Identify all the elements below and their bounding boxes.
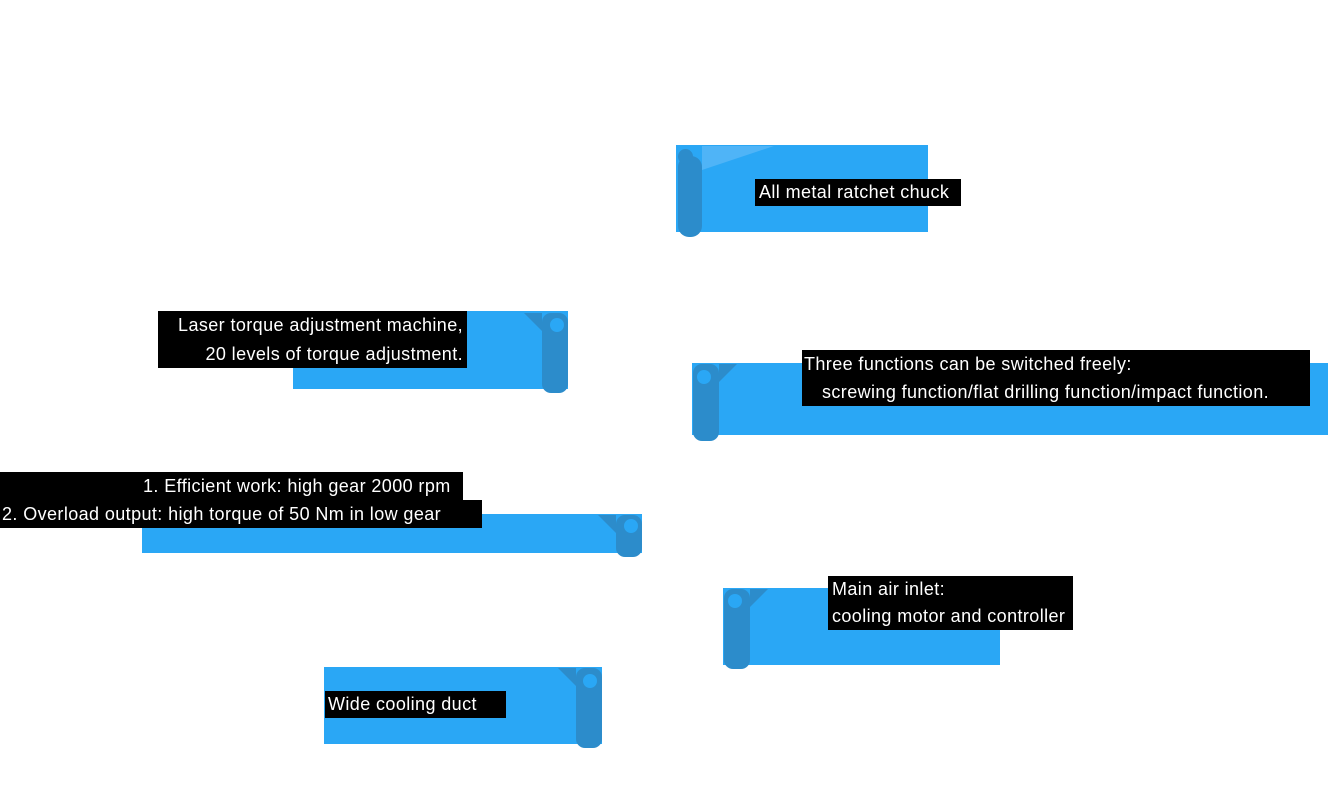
label-line: cooling motor and controller (832, 606, 1066, 626)
label-line: 2. Overload output: high torque of 50 Nm… (2, 504, 442, 524)
pin-dot-icon (624, 519, 638, 533)
pin-dot-icon (583, 674, 597, 688)
pin-dot-icon (678, 149, 693, 164)
label-line: All metal ratchet chuck (759, 182, 950, 202)
label-line: 20 levels of torque adjustment. (205, 343, 463, 364)
callout-label: 1. Efficient work: high gear 2000 rpm (0, 472, 463, 500)
callout-label: Wide cooling duct (325, 691, 506, 718)
callout-label: All metal ratchet chuck (755, 179, 961, 206)
label-line: Wide cooling duct (328, 694, 477, 714)
label-line: Laser torque adjustment machine, (178, 315, 463, 335)
label-line: screwing function/flat drilling function… (822, 382, 1270, 402)
callout-label: Laser torque adjustment machine, 20 leve… (158, 311, 467, 368)
pin-bar (678, 156, 702, 237)
pin-dot-icon (550, 318, 564, 332)
callout-label: Main air inlet: cooling motor and contro… (828, 576, 1073, 630)
callout-label: 2. Overload output: high torque of 50 Nm… (0, 500, 482, 528)
callout-label: Three functions can be switched freely: … (802, 350, 1310, 406)
pin-dot-icon (697, 370, 711, 384)
pin-dot-icon (728, 594, 742, 608)
label-line: Main air inlet: (832, 579, 946, 599)
label-line: 1. Efficient work: high gear 2000 rpm (143, 476, 451, 496)
label-line: Three functions can be switched freely: (804, 354, 1132, 374)
